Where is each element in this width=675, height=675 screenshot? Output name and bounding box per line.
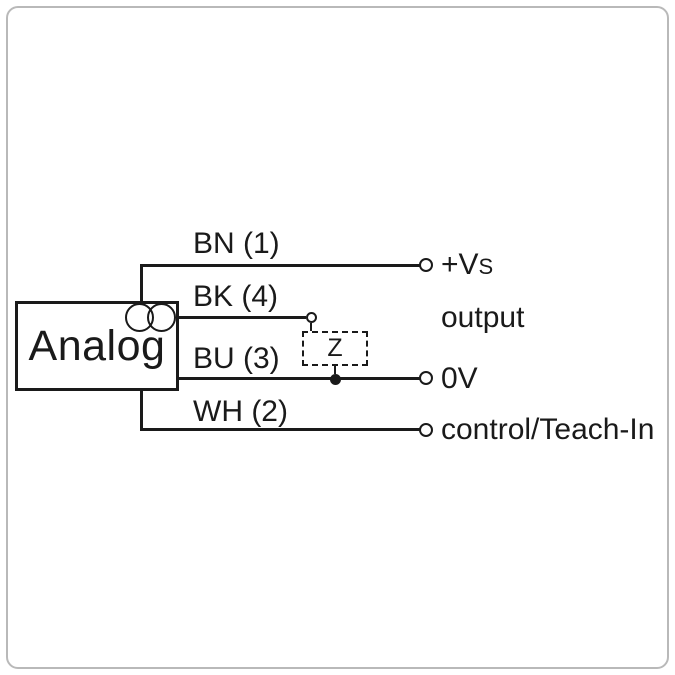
impedance-label: Z	[327, 334, 343, 362]
wire-bk-horizontal	[172, 316, 306, 319]
impedance-box: Z	[302, 331, 368, 366]
terminal-circle-vs	[419, 258, 433, 272]
wire-wh-horizontal	[140, 428, 420, 431]
terminal-label-vs-sub: S	[478, 254, 494, 279]
terminal-label-0v: 0V	[441, 362, 478, 395]
current-source-icon	[147, 303, 176, 332]
wire-bu-horizontal	[179, 377, 420, 380]
wire-label-bn: BN (1)	[193, 227, 280, 260]
frame-border	[6, 6, 669, 669]
impedance-lead-top	[310, 323, 312, 331]
wire-bn-vertical	[140, 264, 143, 306]
terminal-circle-0v	[419, 371, 433, 385]
impedance-lead-bottom	[334, 366, 336, 374]
terminal-label-vs: +VS	[441, 250, 493, 280]
wire-wh-vertical	[140, 391, 143, 431]
wire-label-bu: BU (3)	[193, 342, 280, 375]
bu-junction-dot	[330, 374, 341, 385]
analog-device-box: Analog	[15, 301, 179, 391]
bk-junction-circle	[306, 312, 317, 323]
terminal-circle-control	[419, 423, 433, 437]
wire-label-wh: WH (2)	[193, 395, 288, 428]
terminal-label-output: output	[441, 301, 525, 334]
wire-label-bk: BK (4)	[193, 280, 279, 313]
terminal-label-control: control/Teach-In	[441, 413, 655, 446]
wire-bn-horizontal	[140, 264, 420, 267]
terminal-label-vs-main: +V	[441, 248, 479, 281]
